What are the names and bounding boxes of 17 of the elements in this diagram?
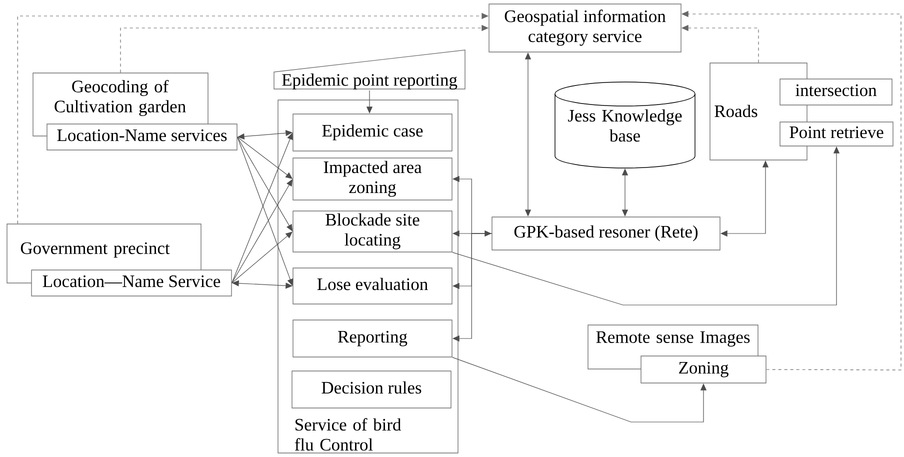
process-box: Epidemic case xyxy=(292,114,452,152)
function-box: Point retrieve xyxy=(780,122,894,146)
database-cylinder: Jess Knowledge base xyxy=(554,82,696,168)
arrow xyxy=(237,136,293,232)
process-box: Lose evaluation xyxy=(292,268,452,304)
function-box: intersection xyxy=(780,78,892,106)
arrow xyxy=(232,179,293,284)
process-box: Reporting xyxy=(292,320,452,358)
service-box: Geospatial information category service xyxy=(488,4,682,52)
service-box: Location—Name Service xyxy=(31,270,232,296)
process-box: Blockade site locating xyxy=(292,210,452,252)
function-box: Zoning xyxy=(640,356,766,384)
input-box: Epidemic point reporting xyxy=(274,50,466,90)
reasoner-box: GPK-based resoner (Rete) xyxy=(492,216,720,250)
process-box: Impacted area zoning xyxy=(292,158,452,200)
service-box: Location-Name services xyxy=(46,124,238,150)
process-box: Decision rules xyxy=(292,370,452,408)
